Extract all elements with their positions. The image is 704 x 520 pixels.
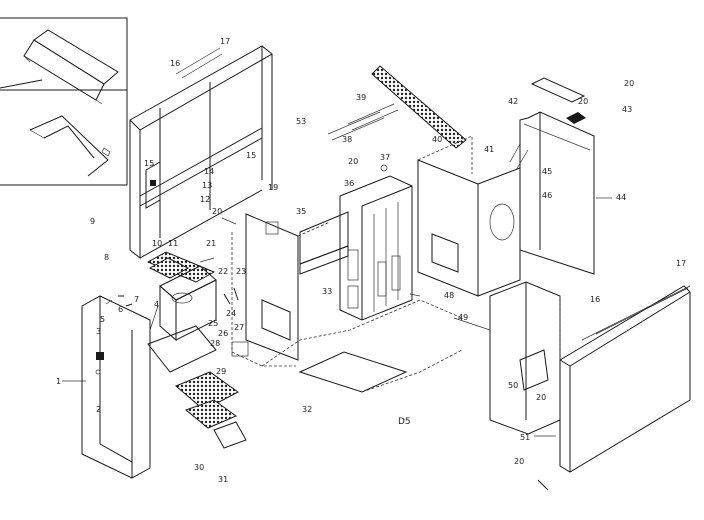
part-labels: 1 2 3 4 5 6 7 8 9 10 11 12 13 14 15 15 1…	[56, 37, 686, 484]
part-label-25: 25	[208, 319, 218, 328]
center-divider-panel	[231, 213, 331, 367]
part-label-11: 11	[168, 239, 178, 248]
part-label-40: 40	[432, 135, 442, 144]
heat-exchanger	[299, 175, 413, 321]
lower-right-panel	[489, 281, 561, 435]
part-label-51: 51	[520, 433, 530, 442]
cabinet-frame	[129, 45, 273, 260]
part-label-20b: 20	[348, 157, 358, 166]
part-label-9: 9	[90, 217, 95, 226]
part-label-42: 42	[508, 97, 518, 106]
part-label-10: 10	[152, 239, 162, 248]
part-label-49: 49	[458, 313, 468, 322]
part-label-5: 5	[100, 315, 105, 324]
part-label-21: 21	[206, 239, 216, 248]
part-label-2: 2	[96, 405, 101, 414]
part-label-3: 3	[96, 327, 101, 336]
right-top-panel	[519, 77, 595, 275]
part-label-48: 48	[444, 291, 454, 300]
part-label-45: 45	[542, 167, 552, 176]
part-label-15a: 15	[144, 159, 154, 168]
inset-detail-box	[0, 17, 128, 186]
hardware-screws	[118, 142, 549, 491]
part-label-20e: 20	[514, 457, 524, 466]
part-label-44: 44	[616, 193, 626, 202]
part-label-12: 12	[200, 195, 210, 204]
rear-panel	[417, 135, 521, 297]
part-label-33: 33	[322, 287, 332, 296]
part-label-16b: 16	[590, 295, 600, 304]
part-label-26: 26	[218, 329, 228, 338]
part-label-22: 22	[218, 267, 228, 276]
flue-pipe	[327, 65, 467, 149]
part-label-28: 28	[210, 339, 220, 348]
part-label-20f: 20	[578, 97, 588, 106]
part-label-16a: 16	[170, 59, 180, 68]
part-label-7: 7	[134, 295, 139, 304]
left-front-panel	[81, 295, 151, 479]
part-label-20a: 20	[212, 207, 222, 216]
part-label-39: 39	[356, 93, 366, 102]
base-tray	[261, 299, 463, 393]
part-label-43: 43	[622, 105, 632, 114]
part-label-14: 14	[204, 167, 214, 176]
part-label-4: 4	[154, 300, 159, 309]
part-label-17a: 17	[220, 37, 230, 46]
part-label-29: 29	[216, 367, 226, 376]
part-label-36: 36	[344, 179, 354, 188]
part-label-38: 38	[342, 135, 352, 144]
part-label-17b: 17	[676, 259, 686, 268]
part-label-32: 32	[302, 405, 312, 414]
part-label-37: 37	[380, 153, 390, 162]
part-label-13: 13	[202, 181, 212, 190]
part-label-35: 35	[296, 207, 306, 216]
part-label-1: 1	[56, 377, 61, 386]
part-label-50: 50	[508, 381, 518, 390]
part-label-30: 30	[194, 463, 204, 472]
part-label-27: 27	[234, 323, 244, 332]
right-side-panel	[559, 285, 691, 473]
part-label-15b: 15	[246, 151, 256, 160]
part-label-20c: 20	[624, 79, 634, 88]
blower-assembly	[146, 251, 249, 449]
part-label-41: 41	[484, 145, 494, 154]
part-label-6: 6	[118, 305, 123, 314]
part-label-19: 19	[268, 183, 278, 192]
part-label-24: 24	[226, 309, 236, 318]
diagram-code: D5	[398, 417, 411, 427]
part-label-23: 23	[236, 267, 246, 276]
part-label-8: 8	[104, 253, 109, 262]
part-label-46: 46	[542, 191, 552, 200]
part-label-31: 31	[218, 475, 228, 484]
leader-lines	[62, 143, 612, 437]
part-label-53: 53	[296, 117, 306, 126]
part-label-20d: 20	[536, 393, 546, 402]
